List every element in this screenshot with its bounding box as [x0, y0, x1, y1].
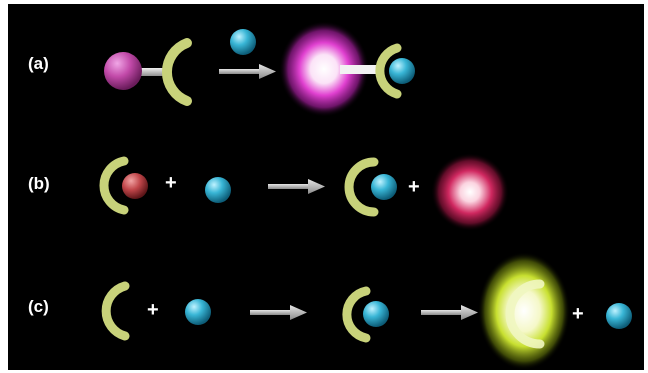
receptor-arc-b [99, 156, 129, 215]
analyte-sphere-b-bound [371, 174, 397, 200]
analyte-sphere-c [185, 299, 211, 325]
linker-a [136, 68, 170, 76]
emission-glow-a [279, 21, 369, 117]
plus-sign-b2: + [408, 176, 420, 198]
receptor-arc-c-bound [342, 286, 371, 343]
plus-sign-c2: + [572, 303, 584, 325]
plus-sign-b1: + [165, 172, 177, 194]
analyte-sphere-a-top [230, 29, 256, 55]
receptor-arc-c-emitting [505, 279, 545, 349]
receptor-arc-a-bound [375, 43, 402, 99]
row-label-c: (c) [28, 297, 49, 316]
linker-a-bound [340, 65, 382, 74]
quencher-sphere-b [122, 173, 148, 199]
arrow-c2 [421, 305, 478, 320]
analyte-sphere-c-released [606, 303, 632, 329]
receptor-arc-b-bound [344, 157, 379, 217]
receptor-arc-a [162, 38, 192, 106]
arrow-a1 [219, 64, 276, 79]
analyte-sphere-b [205, 177, 231, 203]
analyte-sphere-c-bound [363, 301, 389, 327]
fluorophore-sphere-a [104, 52, 142, 90]
arrow-b1 [268, 179, 325, 194]
arrow-c1 [250, 305, 307, 320]
row-label-b: (b) [28, 174, 50, 193]
plus-sign-c1: + [147, 299, 159, 321]
receptor-arc-c [101, 281, 130, 341]
row-label-a: (a) [28, 54, 49, 73]
emission-glow-c [478, 252, 570, 370]
emission-glow-b [431, 153, 509, 231]
analyte-sphere-a-bound [389, 58, 415, 84]
